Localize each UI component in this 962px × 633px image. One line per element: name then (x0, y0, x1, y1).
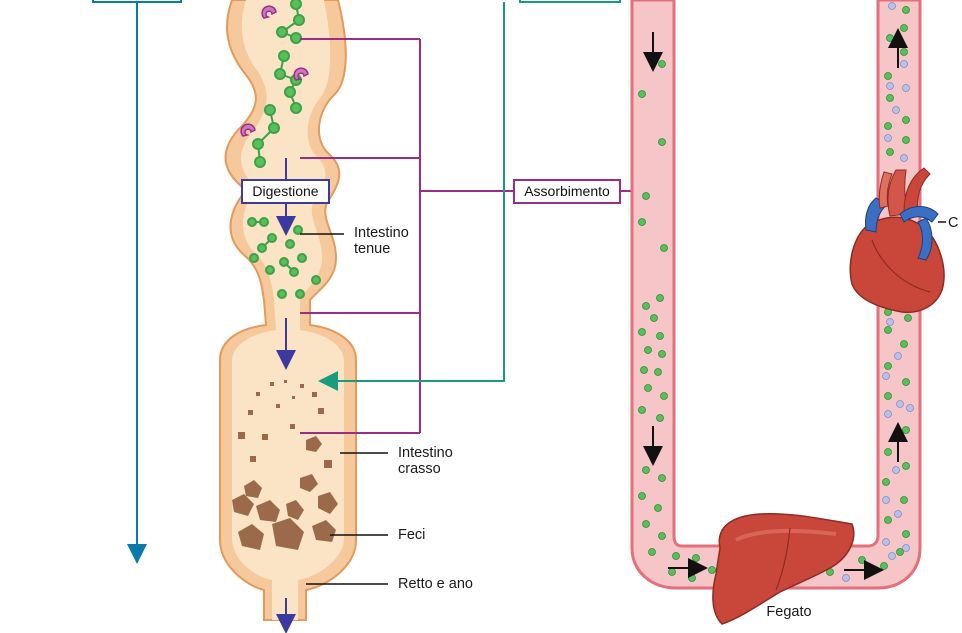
digestione-box: Digestione (241, 179, 330, 204)
digestione-label: Digestione (252, 183, 318, 199)
nutrient-fragments (247, 217, 321, 299)
assorbimento-label: Assorbimento (524, 183, 610, 199)
cuore-label-partial: C (948, 215, 958, 231)
green-return-arrow (318, 2, 505, 391)
intestino-tenue-label-2: tenue (354, 241, 390, 257)
intestino-crasso-label-2: crasso (398, 461, 441, 477)
absorption-bracket (300, 38, 658, 434)
intestino-tenue-label-1: Intestino (354, 225, 409, 241)
nutrient-chains-top (252, 0, 305, 168)
feces-particles (232, 380, 338, 550)
vessel-nutrients (638, 6, 912, 582)
enzymes (240, 5, 309, 137)
intestino-crasso-label-1: Intestino (398, 445, 453, 461)
retto-ano-label: Retto e ano (398, 576, 473, 592)
fegato-label: Fegato (766, 604, 811, 620)
top-left-box-partial (92, 0, 182, 3)
top-middle-box-partial (519, 0, 621, 3)
assorbimento-box: Assorbimento (513, 179, 621, 204)
heart-icon (849, 167, 945, 314)
liver-icon (712, 512, 855, 625)
feci-label: Feci (398, 527, 425, 543)
